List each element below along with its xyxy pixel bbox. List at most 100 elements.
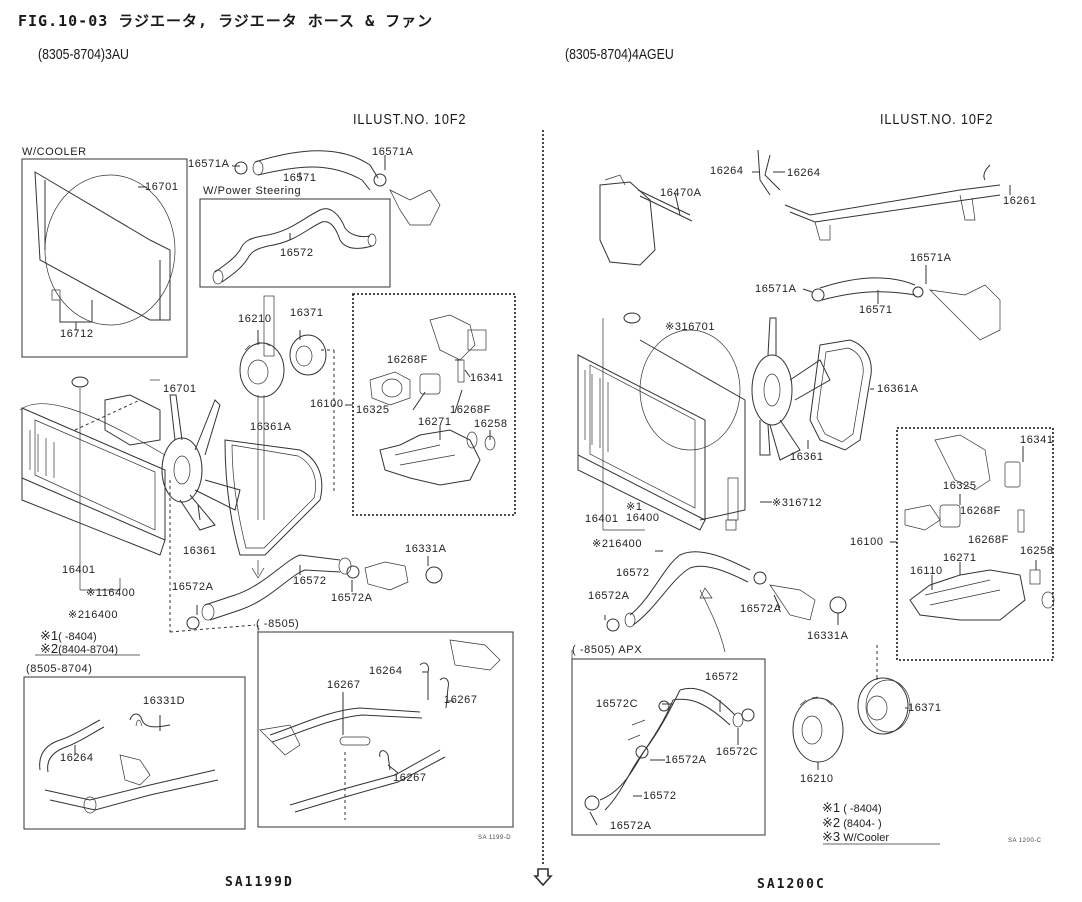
part-label[interactable]: 16361A [250, 421, 292, 433]
part-label[interactable]: 16361A [877, 383, 919, 395]
footnote-mark: ※3 [822, 829, 841, 844]
figure-title: FIG.10-03 ラジエータ, ラジエータ ホース & ファン [18, 12, 434, 30]
part-label[interactable]: 16267 [444, 694, 478, 706]
part-label[interactable]: ※316701 [665, 321, 716, 333]
footnote-mark: ※2 [40, 641, 59, 656]
range-8505-8704-heading: (8505-8704) [26, 663, 93, 675]
part-label[interactable]: 16572A [610, 820, 652, 832]
part-label[interactable]: 16268F [968, 534, 1009, 546]
part-label[interactable]: 16572C [596, 698, 639, 710]
part-label[interactable]: 16264 [369, 665, 403, 677]
water-pump-box-right [876, 427, 1055, 680]
right-small-code: SA 1200-C [1008, 838, 1042, 844]
part-label[interactable]: 16258 [474, 418, 508, 430]
right-illust-number: ILLUST.NO. 10F2 [880, 111, 994, 128]
part-label[interactable]: 16264 [710, 165, 744, 177]
part-label[interactable]: 16572 [616, 567, 650, 579]
part-label[interactable]: 16331A [807, 630, 849, 642]
part-label[interactable]: 16572A [665, 754, 707, 766]
part-label[interactable]: 16210 [238, 313, 272, 325]
part-label[interactable]: 16571 [859, 304, 893, 316]
part-label[interactable]: 16264 [787, 167, 821, 179]
part-label[interactable]: ※216400 [592, 538, 643, 550]
radiator-left [19, 376, 166, 591]
part-label[interactable]: 16210 [800, 773, 834, 785]
right-model-range: (8305-8704)4AGEU [565, 46, 674, 63]
part-label[interactable]: 16572 [280, 247, 314, 259]
fan-left [161, 394, 241, 531]
part-label[interactable]: 16470A [660, 187, 702, 199]
part-label[interactable]: 16264 [60, 752, 94, 764]
part-label[interactable]: ※216400 [68, 609, 119, 621]
part-label[interactable]: 16341 [1020, 434, 1054, 446]
part-label[interactable]: 16268F [960, 505, 1001, 517]
part-label[interactable]: ※116400 [86, 587, 136, 599]
part-label[interactable]: 16401 [62, 564, 96, 576]
footnote-2: ※2(8404-8704) [40, 641, 118, 657]
part-label[interactable]: 16571A [755, 283, 797, 295]
footnote-text: (8404-8704) [58, 644, 119, 656]
part-label[interactable]: 16572 [643, 790, 677, 802]
left-illust-number: ILLUST.NO. 10F2 [353, 111, 467, 128]
fan-right [751, 317, 831, 461]
part-label[interactable]: 16572 [293, 575, 327, 587]
part-label[interactable]: 16261 [1003, 195, 1037, 207]
part-label[interactable]: 16361 [790, 451, 824, 463]
down-arrow-pentagon-icon[interactable] [533, 866, 553, 888]
part-label[interactable]: 16325 [943, 480, 977, 492]
left-figure-code: SA1199D [225, 875, 294, 890]
part-label[interactable]: 16712 [60, 328, 94, 340]
part-label[interactable]: 16572 [705, 671, 739, 683]
lower-hose-right [606, 551, 847, 653]
w-cooler-heading: W/COOLER [22, 146, 87, 158]
part-label[interactable]: 16110 [910, 565, 943, 577]
part-label[interactable]: 16271 [418, 416, 452, 428]
range-to-8505-heading: ( -8505) [256, 618, 300, 630]
part-label[interactable]: 16325 [356, 404, 390, 416]
footnote-mark: ※1 [40, 628, 59, 643]
part-label[interactable]: 16572C [716, 746, 759, 758]
part-label[interactable]: 16271 [943, 552, 977, 564]
footnote-2: ※2 (8404- ) [822, 815, 882, 831]
power-steering-heading: W/Power Steering [203, 185, 302, 197]
part-label[interactable]: 16701 [145, 181, 179, 193]
box-to-8505 [257, 625, 514, 828]
part-label[interactable]: 16572A [331, 592, 373, 604]
left-model-range: (8305-8704)3AU [38, 46, 129, 63]
part-label[interactable]: ※316712 [772, 497, 823, 509]
part-label[interactable]: 16258 [1020, 545, 1054, 557]
heater-pipe-right [757, 149, 1001, 241]
part-label[interactable]: 16331D [143, 695, 186, 707]
power-steering-box [199, 198, 391, 288]
footnote-text: ( -8404) [58, 631, 97, 643]
part-label[interactable]: 16331A [405, 543, 447, 555]
part-label[interactable]: 16268F [387, 354, 428, 366]
leader-lines [74, 155, 1037, 826]
belt-left [224, 439, 323, 579]
belt-right [809, 339, 872, 451]
part-label[interactable]: 16361 [183, 545, 217, 557]
part-label[interactable]: 16341 [470, 372, 504, 384]
left-small-code: SA 1199-D [478, 835, 512, 841]
right-figure-code: SA1200C [757, 877, 826, 892]
part-label[interactable]: 16268F [450, 404, 491, 416]
part-label[interactable]: 16571A [372, 146, 414, 158]
part-label[interactable]: 16100 [310, 398, 344, 410]
fan-clutch-right [792, 696, 844, 763]
part-label[interactable]: 16401 [585, 513, 619, 525]
part-label[interactable]: 16100 [850, 536, 884, 548]
part-label[interactable]: 16371 [290, 307, 324, 319]
part-label[interactable]: 16267 [327, 679, 361, 691]
part-label[interactable]: 16701 [163, 383, 197, 395]
part-label[interactable]: 16371 [908, 702, 942, 714]
part-label[interactable]: 16571A [188, 158, 230, 170]
footnote-mark: ※1 [822, 800, 841, 815]
part-label[interactable]: 16572A [588, 590, 630, 602]
part-label[interactable]: 16267 [393, 772, 427, 784]
part-label[interactable]: 16572A [172, 581, 214, 593]
part-label[interactable]: 16572A [740, 603, 782, 615]
part-label[interactable]: 16571A [910, 252, 952, 264]
part-label[interactable]: 16571 [283, 172, 317, 184]
